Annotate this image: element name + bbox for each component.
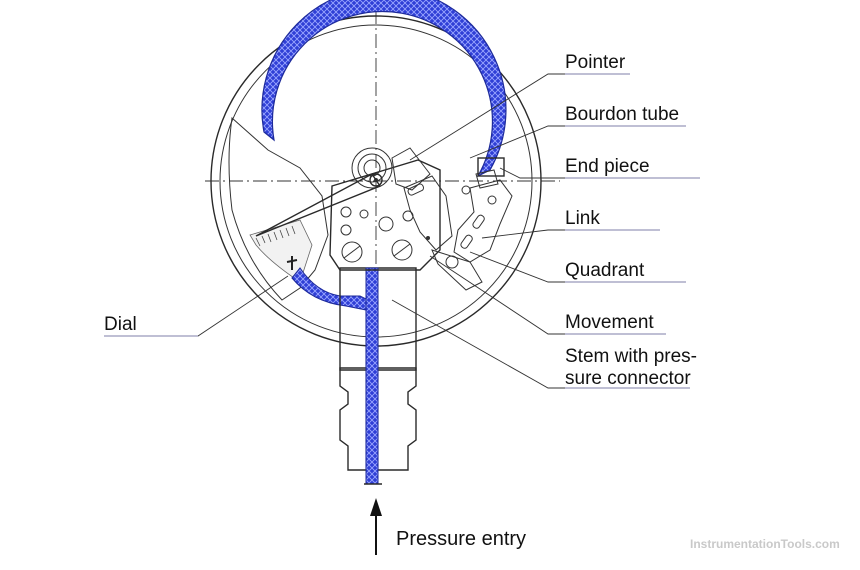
stem-with-pressure-connector	[339, 267, 417, 485]
leader-lines	[104, 73, 700, 389]
dial	[228, 117, 329, 301]
tube-to-stem	[291, 267, 379, 471]
label-dial: Dial	[104, 314, 137, 335]
end-piece	[477, 157, 505, 177]
label-stem-line2: sure connector	[565, 368, 691, 389]
label-end-piece: End piece	[565, 156, 650, 177]
label-pointer: Pointer	[565, 52, 626, 73]
watermark: InstrumentationTools.com	[690, 537, 840, 551]
label-stem-line1: Stem with pres-	[565, 346, 697, 367]
label-bourdon-tube: Bourdon tube	[565, 104, 679, 125]
label-pressure-entry: Pressure entry	[396, 528, 526, 550]
hairspring	[351, 147, 393, 189]
bourdon-tube	[261, 0, 507, 178]
pointer	[255, 173, 382, 237]
quadrant	[403, 175, 483, 291]
label-quadrant: Quadrant	[565, 260, 645, 281]
label-link: Link	[565, 208, 600, 229]
link	[453, 169, 513, 263]
pointer-tail	[391, 147, 431, 191]
pressure-entry-arrow	[370, 498, 382, 555]
movement	[329, 159, 441, 271]
label-movement: Movement	[565, 312, 654, 333]
